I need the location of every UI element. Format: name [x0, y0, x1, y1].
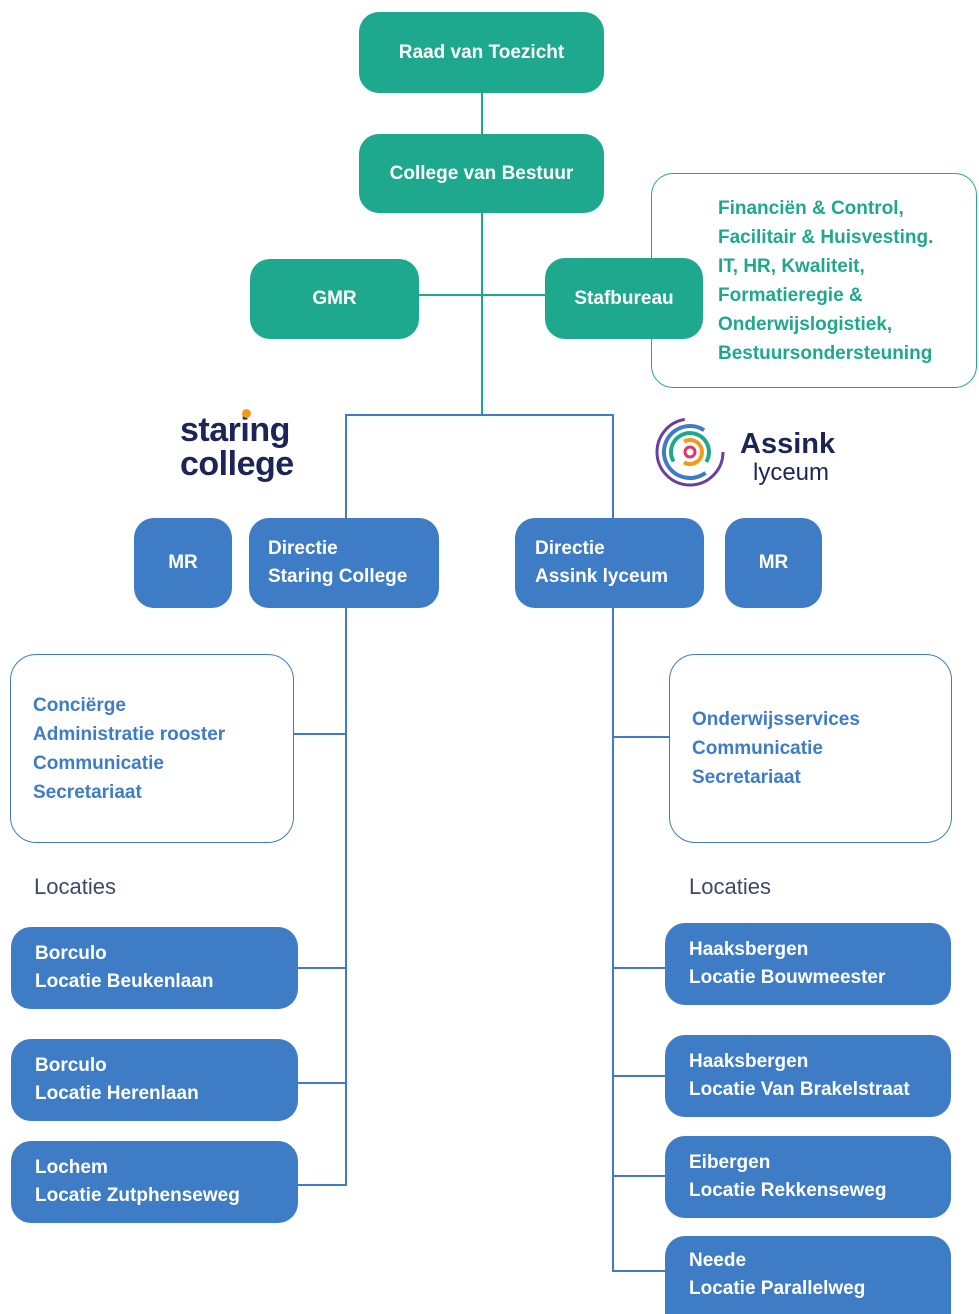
connector-staring-loc1: [297, 967, 347, 969]
staring-directie-line1: Directie: [268, 538, 338, 559]
location-city: Borculo: [35, 943, 107, 964]
assink-logo-subtitle: lyceum: [753, 459, 830, 486]
staring-service-item: Communicatie: [33, 752, 164, 774]
staring-mr-box: MR: [134, 518, 232, 608]
location-city: Haaksbergen: [689, 939, 809, 960]
assink-location-box: Haaksbergen Locatie Bouwmeester: [665, 923, 951, 1005]
staring-services-box: Conciërge Administratie rooster Communic…: [10, 654, 294, 843]
staf-item: Onderwijslogistiek,: [718, 314, 893, 335]
location-name: Locatie Rekkenseweg: [689, 1180, 887, 1201]
connector-gmr-stafbureau: [418, 294, 548, 296]
location-city: Borculo: [35, 1055, 107, 1076]
staring-logo-line1: staring: [180, 411, 290, 449]
connector-raad-college: [481, 92, 483, 134]
assink-mr-box: MR: [725, 518, 822, 608]
gmr-box: GMR: [250, 259, 419, 339]
staring-location-box: Lochem Locatie Zutphenseweg: [11, 1141, 298, 1223]
connector-assink-loc3: [612, 1175, 667, 1177]
raad-van-toezicht-box: Raad van Toezicht: [359, 12, 604, 93]
assink-service-item: Communicatie: [692, 738, 823, 759]
stafbureau-details-box: Financiën & Control, Facilitair & Huisve…: [651, 173, 977, 388]
staring-service-item: Conciërge: [33, 694, 126, 716]
location-name: Locatie Beukenlaan: [35, 971, 214, 992]
staring-location-box: Borculo Locatie Herenlaan: [11, 1039, 298, 1121]
location-name: Locatie Herenlaan: [35, 1083, 199, 1104]
location-city: Lochem: [35, 1157, 108, 1178]
location-name: Locatie Bouwmeester: [689, 967, 886, 988]
staring-directie-line2: Staring College: [268, 566, 408, 587]
connector-staring-trunk: [345, 414, 347, 520]
assink-swirl-icon: [655, 417, 725, 487]
assink-location-box: Eibergen Locatie Rekkenseweg: [665, 1136, 951, 1218]
assink-directie-line1: Directie: [535, 538, 605, 559]
connector-staring-main: [345, 607, 347, 1186]
connector-staring-loc2: [297, 1082, 347, 1084]
assink-locaties-heading: Locaties: [689, 874, 771, 899]
location-name: Locatie Zutphenseweg: [35, 1185, 240, 1206]
assink-directie-box: Directie Assink lyceum: [515, 518, 704, 608]
location-name: Locatie Van Brakelstraat: [689, 1079, 910, 1100]
staring-logo-dot: [242, 409, 251, 418]
college-van-bestuur-box: College van Bestuur: [359, 134, 604, 213]
assink-logo-title: Assink: [740, 428, 836, 460]
connector-assink-main: [612, 607, 614, 1272]
staring-logo-line2: college: [180, 445, 294, 483]
assink-lyceum-logo: Assink lyceum: [653, 415, 853, 495]
connector-assink-loc4: [612, 1270, 667, 1272]
connector-assink-trunk: [612, 414, 614, 520]
assink-location-box: Haaksbergen Locatie Van Brakelstraat: [665, 1035, 951, 1117]
staring-location-box: Borculo Locatie Beukenlaan: [11, 927, 298, 1009]
staf-item: Bestuursondersteuning: [718, 343, 933, 364]
staring-service-item: Administratie rooster: [33, 723, 226, 745]
connector-assink-loc2: [612, 1075, 667, 1077]
assink-location-box: Neede Locatie Parallelweg: [665, 1236, 951, 1314]
staf-item: Facilitair & Huisvesting.: [718, 227, 934, 248]
assink-service-item: Secretariaat: [692, 767, 801, 788]
staf-item: IT, HR, Kwaliteit,: [718, 256, 865, 277]
connector-assink-services: [612, 736, 672, 738]
connector-staring-services: [292, 733, 347, 735]
connector-college-down: [481, 212, 483, 415]
assink-services-box: Onderwijsservices Communicatie Secretari…: [669, 654, 952, 843]
assink-directie-line2: Assink lyceum: [535, 566, 669, 587]
staf-item: Formatieregie &: [718, 285, 863, 306]
staring-college-logo: staring college: [180, 409, 320, 493]
staring-service-item: Secretariaat: [33, 781, 142, 803]
location-city: Eibergen: [689, 1152, 771, 1173]
connector-staring-loc3: [297, 1184, 347, 1186]
assink-service-item: Onderwijsservices: [692, 709, 860, 730]
location-city: Haaksbergen: [689, 1051, 809, 1072]
stafbureau-box: Stafbureau: [545, 258, 703, 339]
staf-item: Financiën & Control,: [718, 198, 904, 219]
staring-directie-box: Directie Staring College: [249, 518, 439, 608]
location-city: Neede: [689, 1250, 747, 1271]
connector-assink-loc1: [612, 967, 667, 969]
staring-locaties-heading: Locaties: [34, 874, 116, 899]
connector-split: [345, 414, 614, 416]
location-name: Locatie Parallelweg: [689, 1278, 866, 1299]
